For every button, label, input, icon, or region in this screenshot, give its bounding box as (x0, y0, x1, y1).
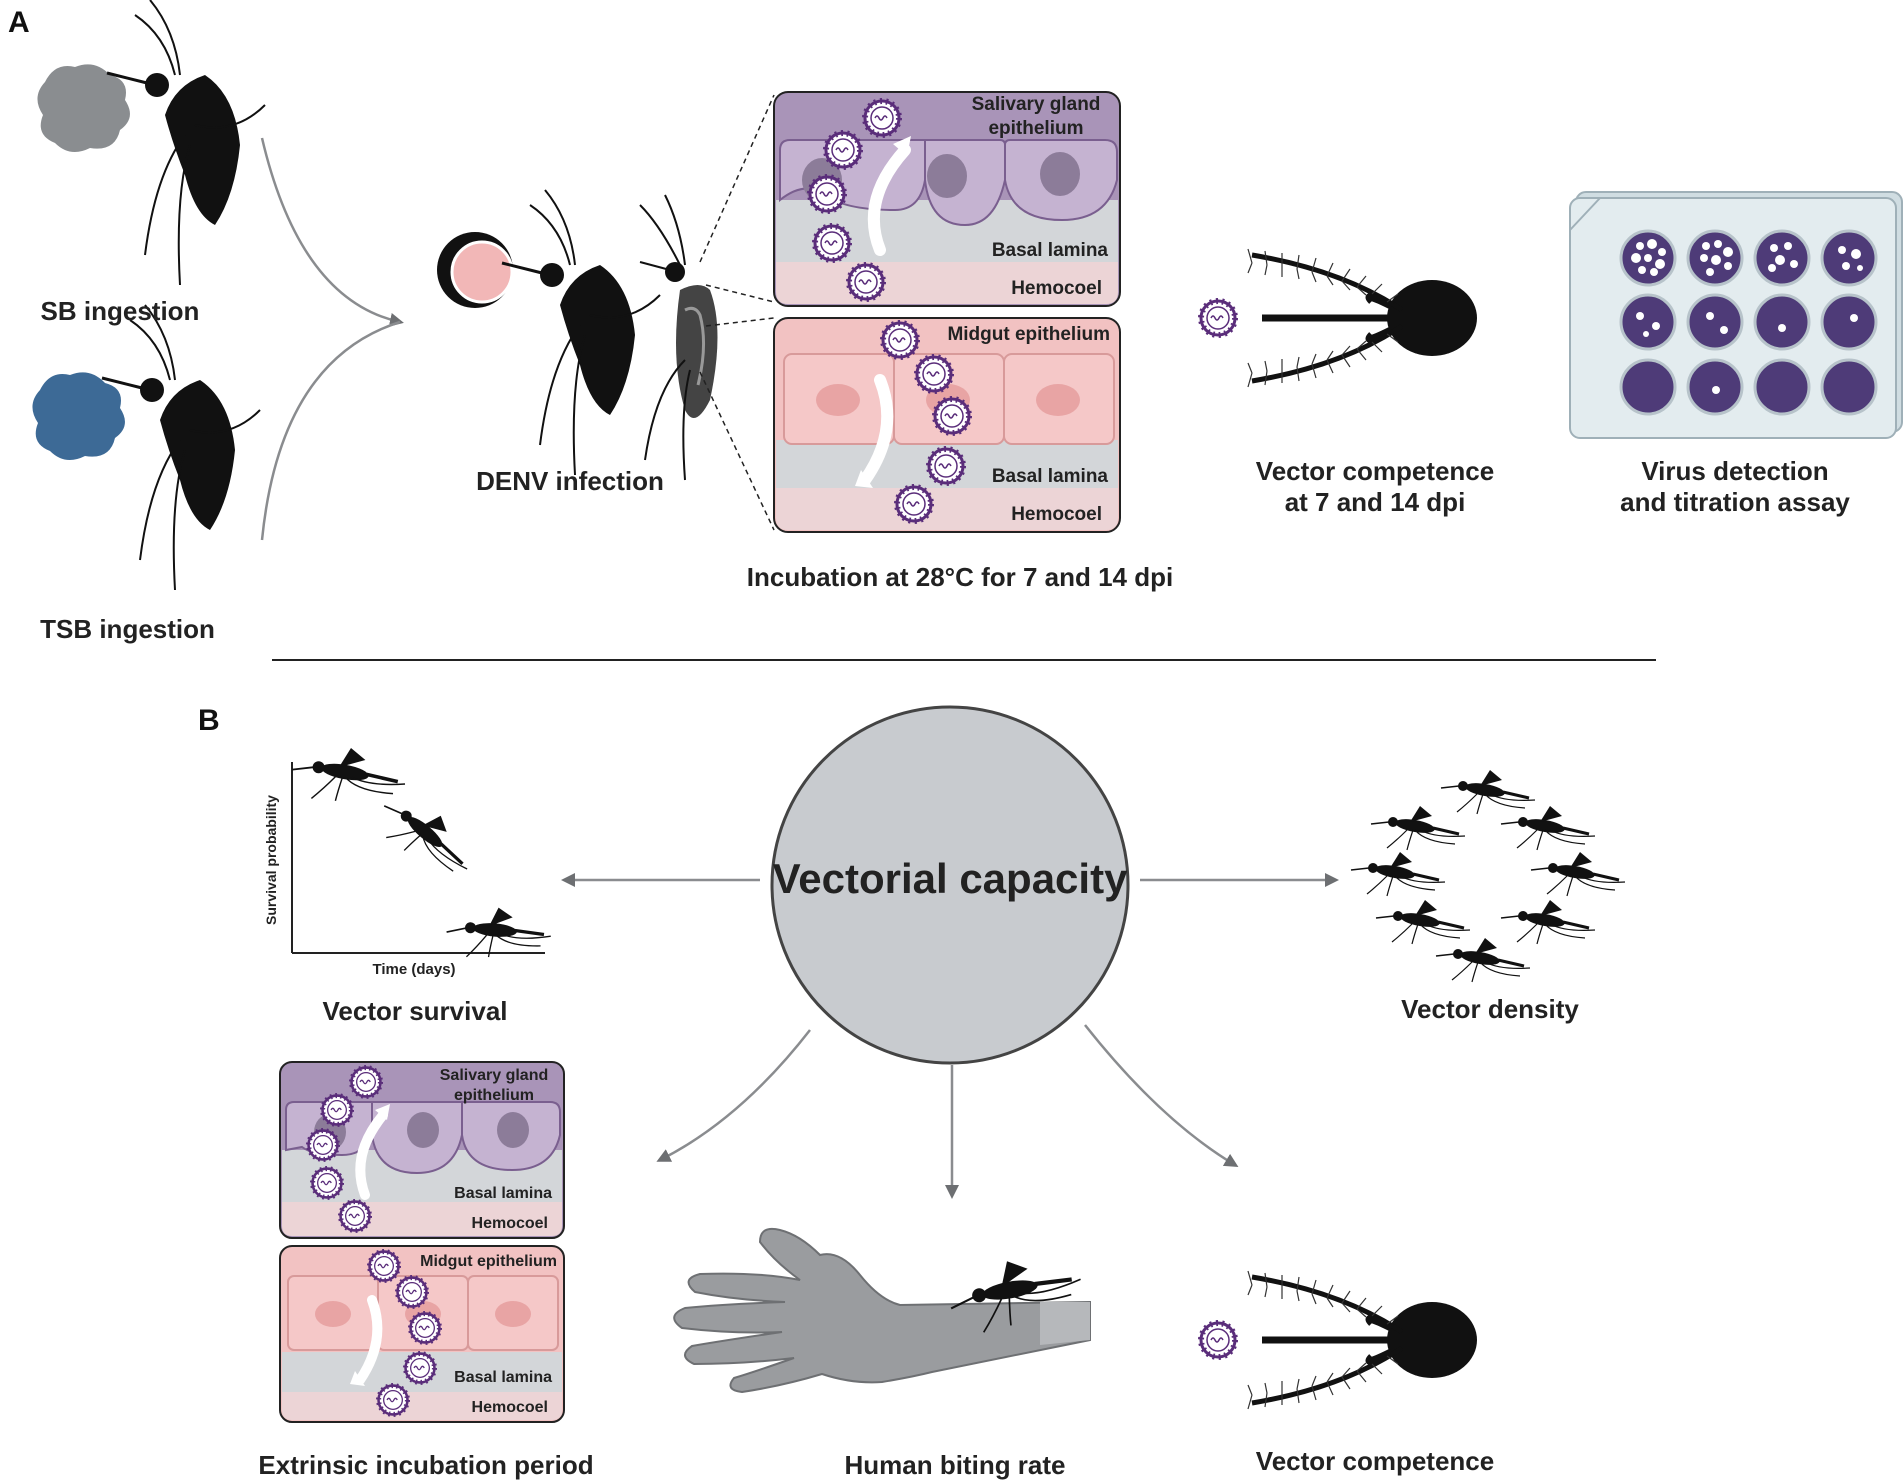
sb-ingestion-illustration (37, 0, 267, 287)
detection-label-1: Virus detection (1641, 456, 1829, 486)
mg-title-a: Midgut epithelium (947, 324, 1110, 345)
salivary-gland-box-b: Salivary gland epithelium Basal lamina H… (279, 1061, 565, 1239)
capacity-arrows (561, 873, 1339, 1199)
sg-hemocoel-b: Hemocoel (472, 1215, 548, 1232)
sb-ingestion-label: SB ingestion (40, 296, 200, 326)
eip-label: Extrinsic incubation period (258, 1450, 594, 1480)
sg-hemocoel-a: Hemocoel (1011, 278, 1102, 299)
zoom-lines (699, 94, 775, 531)
mg-hemocoel-a: Hemocoel (1011, 504, 1102, 525)
converge-arrow-bottom (260, 320, 401, 541)
sg-title-a2: epithelium (988, 118, 1083, 139)
tsb-ingestion-label: TSB ingestion (40, 614, 215, 644)
vector-density-label: Vector density (1401, 994, 1579, 1024)
sg-basal-a: Basal lamina (992, 240, 1109, 261)
titration-plate (1569, 191, 1903, 439)
panel-a-letter: A (8, 6, 30, 39)
vector-competence-b-label: Vector competence (1255, 1446, 1495, 1476)
survival-ylabel: Survival probability (263, 795, 279, 925)
midgut-box-b: Midgut epithelium Basal lamina Hemocoel (279, 1245, 565, 1423)
mg-basal-a: Basal lamina (992, 466, 1109, 487)
incubation-label: Incubation at 28°C for 7 and 14 dpi (746, 562, 1174, 592)
vector-competence-a-illustration (1201, 249, 1477, 387)
denv-infection-illustration (437, 188, 662, 477)
midgut-box-a: Midgut epithelium Basal lamina Hemocoel (773, 317, 1121, 533)
sg-title-a1: Salivary gland (972, 94, 1101, 115)
sg-title-b1: Salivary gland (440, 1067, 549, 1084)
vector-survival-label: Vector survival (322, 996, 508, 1026)
panel-b-letter: B (198, 704, 220, 737)
denv-infection-label: DENV infection (476, 466, 664, 496)
vector-density-swarm (1349, 768, 1627, 984)
sg-title-b2: epithelium (454, 1087, 534, 1104)
converge-arrow-top (260, 137, 404, 327)
mg-hemocoel-b: Hemocoel (472, 1399, 548, 1416)
vectorial-capacity-circle (770, 705, 1130, 1065)
vector-competence-b-illustration (1201, 1271, 1477, 1409)
mg-title-b: Midgut epithelium (420, 1253, 557, 1270)
detection-label-2: and titration assay (1620, 487, 1850, 517)
mg-basal-b: Basal lamina (454, 1369, 552, 1386)
tsb-ingestion-illustration (32, 303, 262, 592)
dissected-mosquito-icon (639, 194, 718, 481)
survival-xlabel: Time (days) (372, 961, 455, 978)
sg-basal-b: Basal lamina (454, 1185, 552, 1202)
human-hand-illustration (673, 1227, 1091, 1394)
salivary-gland-box-a: Salivary gland epithelium Basal lamina H… (773, 91, 1121, 307)
vectorial-capacity-title: Vectorial capacity (772, 855, 1128, 902)
competence-a-label-2: at 7 and 14 dpi (1284, 487, 1466, 517)
human-biting-label: Human biting rate (844, 1450, 1066, 1480)
survival-plot: Survival probability Time (days) (263, 746, 554, 978)
competence-a-label-1: Vector competence (1255, 456, 1495, 486)
